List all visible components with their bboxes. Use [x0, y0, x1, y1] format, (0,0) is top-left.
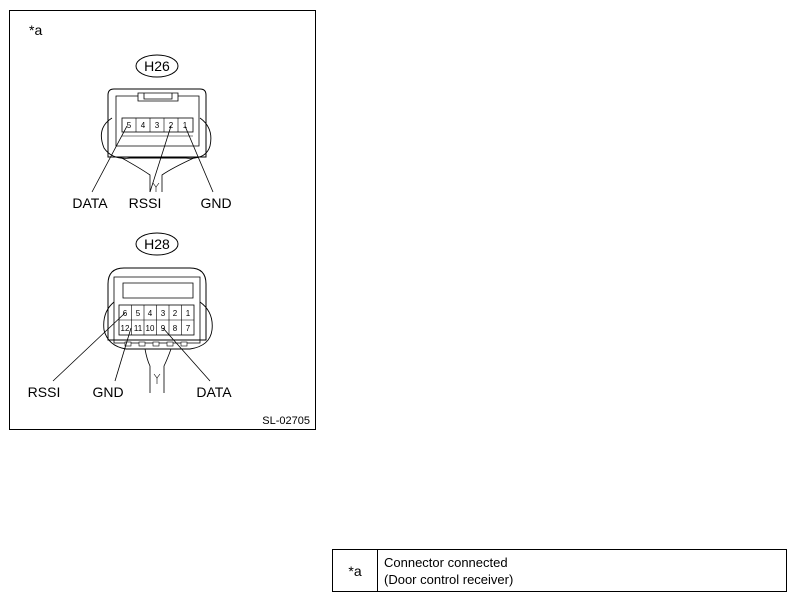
h28-rssi-label: RSSI	[28, 384, 61, 400]
h26-data-label: DATA	[72, 195, 108, 211]
h28-pin: 4	[148, 309, 153, 318]
connector-id-h28: H28	[144, 236, 170, 252]
h28-pin: 6	[123, 309, 128, 318]
h26-pin: 2	[169, 121, 174, 130]
h28-pin: 10	[146, 324, 155, 333]
h26-pin: 5	[127, 121, 132, 130]
connector-h28: H28 6 5 4 3 2 1 12 11 10 9 8 7	[28, 232, 232, 400]
figure-callout: *a	[29, 22, 42, 38]
connector-id-h26: H26	[144, 58, 170, 74]
connector-id-oval	[135, 232, 179, 256]
h26-pin: 3	[155, 121, 160, 130]
legend-table: *a Connector connected (Door control rec…	[332, 549, 787, 592]
h28-pin: 1	[186, 309, 191, 318]
h26-pin: 4	[141, 121, 146, 130]
legend-key: *a	[332, 549, 378, 592]
h28-pin: 7	[186, 324, 191, 333]
h28-data-label: DATA	[196, 384, 232, 400]
h26-pin: 1	[183, 121, 188, 130]
legend-line-1: Connector connected	[384, 554, 508, 570]
legend-description: Connector connected (Door control receiv…	[377, 549, 787, 592]
figure-code: SL-02705	[262, 415, 310, 427]
h28-pin: 11	[134, 324, 143, 333]
h28-pin: 8	[173, 324, 178, 333]
h28-pin: 3	[161, 309, 166, 318]
connector-figure	[9, 10, 316, 430]
h28-gnd-label: GND	[92, 384, 123, 400]
connector-id-oval	[135, 54, 179, 78]
connector-h26: H26 5 4 3 2 1 DATA RSSI GND	[72, 54, 232, 211]
h28-pin: 5	[136, 309, 141, 318]
h26-rssi-label: RSSI	[129, 195, 162, 211]
h26-gnd-label: GND	[200, 195, 231, 211]
legend-row: *a Connector connected (Door control rec…	[332, 549, 787, 592]
h28-pin: 12	[121, 324, 130, 333]
h28-pin: 2	[173, 309, 178, 318]
legend-line-2: (Door control receiver)	[384, 571, 514, 587]
